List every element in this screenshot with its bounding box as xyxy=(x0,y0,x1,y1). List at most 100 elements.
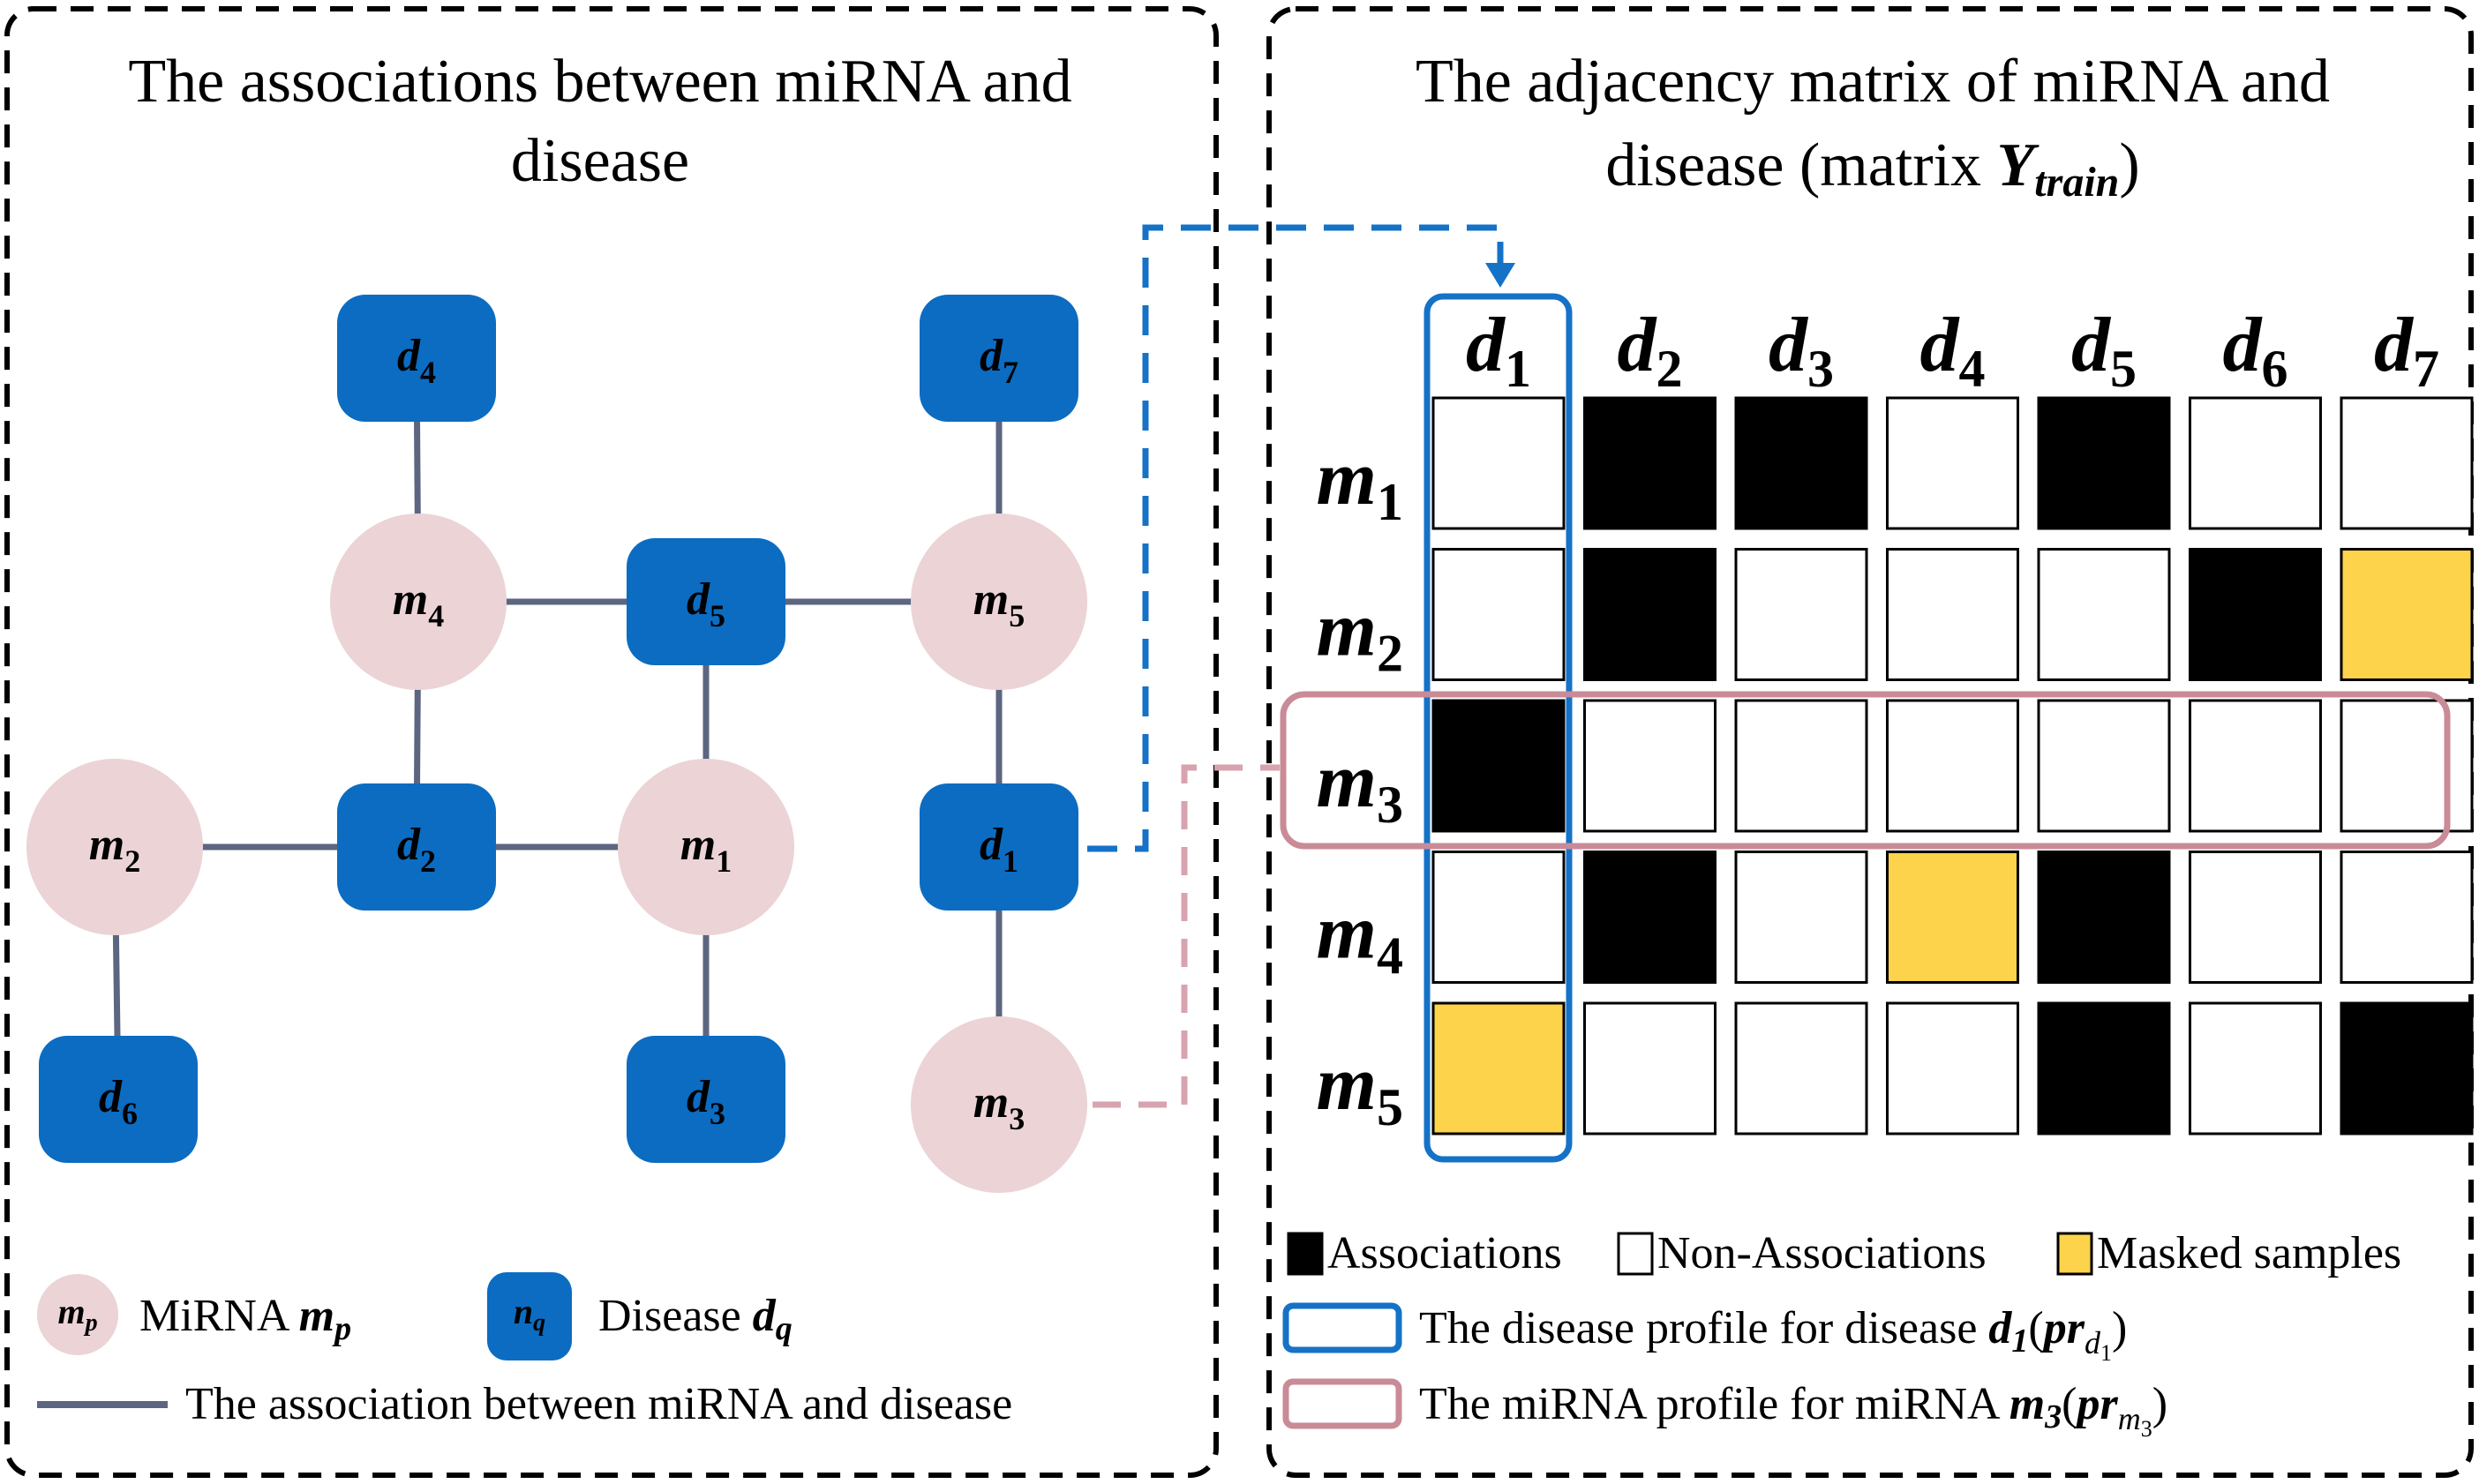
disease-profile-connector xyxy=(1087,224,1504,852)
matrix-cell-m5-d7 xyxy=(2340,1001,2474,1135)
matrix-cell-m2-d1 xyxy=(1431,548,1566,681)
matrix-cell-m5-d1 xyxy=(1431,1001,1566,1135)
disease-node-d1 xyxy=(920,783,1078,911)
disease-profile-arrowhead xyxy=(1485,263,1515,288)
mirna-node-m3 xyxy=(911,1016,1087,1193)
legend-disease-icon-label: nq xyxy=(514,1292,545,1337)
matrix-cell-m2-d7 xyxy=(2340,548,2474,681)
mirna-node-m2 xyxy=(26,759,203,935)
matrix-row-header-m5: m5 xyxy=(1317,1041,1403,1136)
row-highlight-m3 xyxy=(1280,691,2451,850)
legend-mirna-profile-swatch xyxy=(1282,1378,1402,1429)
disease-node-label-d7: d7 xyxy=(980,331,1018,390)
legend-disease-profile-text: The disease profile for disease d1(prd1) xyxy=(1419,1303,2127,1366)
right-title-line1: The adjacency matrix of miRNA and xyxy=(1416,48,2330,116)
disease-node-label-d4: d4 xyxy=(397,331,436,390)
matrix-cell-m2-d4 xyxy=(1886,548,2019,681)
legend-masked-swatch xyxy=(2056,1232,2093,1276)
matrix-cell-m1-d3 xyxy=(1734,396,1868,530)
disease-node-d5 xyxy=(627,538,785,665)
matrix-cell-m4-d2 xyxy=(1583,851,1717,984)
matrix-cell-m1-d7 xyxy=(2340,396,2474,530)
matrix-cell-m4-d6 xyxy=(2189,851,2322,984)
legend-edge-text: The association between miRNA and diseas… xyxy=(185,1379,1012,1429)
disease-node-label-d3: d3 xyxy=(687,1072,725,1131)
matrix-cell-m3-d3 xyxy=(1734,699,1868,833)
mirna-node-label-m3: m3 xyxy=(973,1077,1025,1136)
column-highlight-d1 xyxy=(1424,293,1573,1163)
matrix-cell-m4-d5 xyxy=(2037,851,2171,984)
matrix-cell-m3-d2 xyxy=(1583,699,1717,833)
legend-association-swatch xyxy=(1287,1232,1324,1276)
legend-mirna-icon xyxy=(37,1274,118,1355)
matrix-cell-m1-d4 xyxy=(1886,396,2019,530)
matrix-cell-m3-d6 xyxy=(2189,699,2322,833)
matrix-row-header-m4: m4 xyxy=(1317,890,1403,986)
legend-mirna-text: MiRNA mp xyxy=(139,1291,351,1347)
matrix-cell-m2-d5 xyxy=(2037,548,2171,681)
matrix-cell-m4-d7 xyxy=(2340,851,2474,984)
matrix-cell-m5-d2 xyxy=(1583,1001,1717,1135)
matrix-cell-m1-d6 xyxy=(2189,396,2322,530)
mirna-node-label-m5: m5 xyxy=(973,574,1025,633)
matrix-row-header-m3: m3 xyxy=(1317,738,1403,834)
disease-node-d7 xyxy=(920,295,1078,422)
mirna-node-label-m2: m2 xyxy=(89,820,140,879)
matrix-cell-m4-d3 xyxy=(1734,851,1868,984)
matrix-row-header-m1: m1 xyxy=(1317,436,1403,531)
left-panel-border xyxy=(4,6,1219,1478)
matrix-cell-m3-d7 xyxy=(2340,699,2474,833)
disease-node-d6 xyxy=(39,1036,198,1163)
matrix-cell-m1-d2 xyxy=(1583,396,1717,530)
mirna-node-m4 xyxy=(330,513,507,690)
left-title-line1: The associations between miRNA and xyxy=(128,48,1071,116)
disease-node-label-d5: d5 xyxy=(687,574,725,633)
matrix-cell-m5-d6 xyxy=(2189,1001,2322,1135)
legend-mirna-icon-label: mp xyxy=(57,1292,97,1337)
disease-node-d2 xyxy=(337,783,496,911)
legend-non-association-text: Non-Associations xyxy=(1657,1228,1987,1278)
adjacency-matrix: d1 d2 d3 d4 d5 d6 d7 m1 m2 m3 m4 m5 xyxy=(1317,303,2474,1136)
matrix-col-header-d6: d6 xyxy=(2223,303,2288,398)
matrix-col-header-d5: d5 xyxy=(2071,303,2137,398)
matrix-col-header-d7: d7 xyxy=(2374,303,2439,398)
legend-mirna-profile-text: The miRNA profile for miRNA m3(prm3) xyxy=(1419,1379,2167,1442)
matrix-cell-m3-d4 xyxy=(1886,699,2019,833)
matrix-cell-m5-d5 xyxy=(2037,1001,2171,1135)
graph-edges xyxy=(111,357,1003,1105)
matrix-cell-m1-d1 xyxy=(1431,396,1566,530)
matrix-cell-m1-d5 xyxy=(2037,396,2171,530)
left-title-line2: disease xyxy=(511,127,689,195)
legend-disease-icon xyxy=(487,1272,572,1360)
matrix-cell-m2-d6 xyxy=(2189,548,2322,681)
legend-disease-profile-swatch xyxy=(1282,1302,1402,1353)
disease-node-label-d1: d1 xyxy=(980,820,1018,879)
matrix-cell-m2-d3 xyxy=(1734,548,1868,681)
right-title-line2: disease (matrix Ytrain) xyxy=(1605,131,2139,206)
disease-node-d3 xyxy=(627,1036,785,1163)
matrix-cell-m4-d4 xyxy=(1886,851,2019,984)
matrix-col-header-d1: d1 xyxy=(1466,303,1531,398)
matrix-cell-m3-d1 xyxy=(1431,699,1566,833)
disease-node-d4 xyxy=(337,295,496,422)
disease-node-label-d6: d6 xyxy=(99,1072,138,1131)
legend-disease-text: Disease dq xyxy=(598,1291,793,1347)
matrix-cell-m5-d4 xyxy=(1886,1001,2019,1135)
matrix-col-header-d2: d2 xyxy=(1618,303,1683,398)
legend-non-association-swatch xyxy=(1617,1232,1654,1276)
legend-association-text: Associations xyxy=(1327,1228,1562,1278)
matrix-cell-m5-d3 xyxy=(1734,1001,1868,1135)
disease-node-label-d2: d2 xyxy=(397,820,436,879)
matrix-cell-m3-d5 xyxy=(2037,699,2171,833)
matrix-col-header-d4: d4 xyxy=(1920,303,1986,398)
mirna-node-m5 xyxy=(911,513,1087,690)
mirna-profile-connector xyxy=(1093,764,1280,1108)
mirna-node-m1 xyxy=(618,759,794,935)
matrix-col-header-d3: d3 xyxy=(1769,303,1834,398)
matrix-cell-m2-d2 xyxy=(1583,548,1717,681)
legend-masked-text: Masked samples xyxy=(2097,1228,2401,1278)
mirna-node-label-m4: m4 xyxy=(393,574,444,633)
matrix-row-header-m2: m2 xyxy=(1317,588,1403,683)
